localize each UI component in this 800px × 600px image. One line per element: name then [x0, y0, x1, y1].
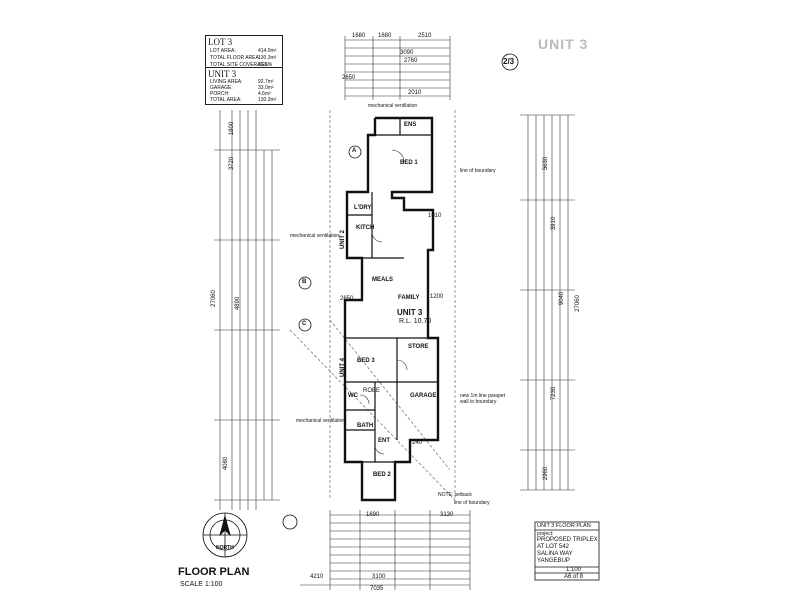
title-block-project-1: PROPOSED TRIPLEX	[537, 537, 598, 543]
left-dim-5: 4080	[223, 456, 230, 471]
title-block-sheet: A6 of 8	[564, 574, 584, 580]
unit2-label: UNIT 2	[340, 229, 347, 250]
living-area-value: 92.7m²	[258, 79, 274, 85]
garage-area-value: 33.0m²	[258, 85, 274, 91]
top-dim-4: 3090	[400, 50, 414, 56]
bottom-dim-1: 1690	[366, 512, 380, 518]
note-mech-vent-bottom: mechanical ventilation	[296, 418, 346, 424]
room-bed3: BED 3	[357, 358, 375, 364]
room-meals: MEALS	[372, 277, 393, 283]
top-dim-5: 2760	[404, 58, 418, 64]
room-kitch: KITCH	[356, 225, 375, 231]
dim-1200: 1200	[430, 294, 444, 300]
unit4-label: UNIT 4	[340, 357, 347, 378]
right-dim-2: 3910	[551, 216, 558, 231]
note-mech-vent-left: mechanical ventilation	[290, 233, 340, 239]
total-area-value: 130.3m²	[258, 97, 277, 103]
right-dim-4: 27060	[574, 295, 581, 312]
section-marker-b: B	[302, 279, 307, 285]
note-boundary-wall: new 1m line parapet wall to boundary	[460, 393, 506, 405]
dim-240: 240	[412, 440, 423, 446]
right-dim-5: 7230	[551, 386, 558, 401]
north-label: NORTH	[216, 545, 234, 551]
title-block-project-2: AT LOT 542	[537, 544, 570, 550]
bottom-dim-2: 3130	[440, 512, 454, 518]
left-dim-2: 3720	[229, 156, 236, 171]
room-ldry: L'DRY	[354, 205, 372, 211]
note-line-of-boundary-top: line of boundary	[460, 168, 496, 174]
unit-heading: UNIT 3	[208, 69, 237, 79]
title-block-title: UNIT 3 FLOOR PLAN	[537, 523, 591, 529]
bottom-dim-4: 3100	[372, 574, 386, 580]
top-dim-2: 1680	[378, 33, 392, 39]
title-block-project-3: SALINA WAY	[537, 551, 573, 557]
right-dim-3: 9040	[559, 291, 566, 306]
left-dim-4: 27060	[210, 290, 217, 307]
room-bed1: BED 1	[400, 160, 418, 166]
left-dim-1: 1800	[229, 121, 236, 136]
total-area-label: TOTAL AREA:	[210, 97, 242, 103]
floor-plan-title: FLOOR PLAN	[178, 566, 250, 578]
dim-2650: 2650	[340, 296, 354, 302]
room-ent: ENT	[378, 438, 390, 444]
lot-heading: LOT 3	[208, 37, 233, 47]
right-dim-6: 2960	[543, 466, 550, 481]
note-mech-vent-top: mechanical ventilation	[368, 103, 418, 109]
title-block-project-label: project:	[537, 531, 554, 537]
room-bed2: BED 2	[373, 472, 391, 478]
lot-area-label: LOT AREA:	[210, 48, 236, 54]
top-dim-6: 2650	[342, 75, 356, 81]
note-line-of-boundary-bottom: line of boundary	[454, 500, 490, 506]
room-robe: ROBE	[363, 388, 381, 394]
note-setback: NOTE: setback	[438, 492, 472, 498]
floor-plan-scale: SCALE 1:100	[180, 581, 223, 588]
floor-area-value: 130.3m²	[258, 55, 277, 61]
section-marker-c: C	[302, 321, 307, 327]
room-bath: BATH	[357, 423, 374, 429]
top-dim-3: 2510	[418, 33, 432, 39]
room-garage: GARAGE	[410, 393, 437, 399]
living-area-label: LIVING AREA:	[210, 79, 243, 85]
section-marker-a: A	[352, 148, 357, 154]
porch-area-label: PORCH:	[210, 91, 230, 97]
lot-info-box: LOT 3 LOT AREA: 414.0m² TOTAL FLOOR AREA…	[205, 35, 283, 73]
unit-info-box: UNIT 3 LIVING AREA: 92.7m² GARAGE: 33.0m…	[205, 67, 283, 105]
coverage-value: 31.5%	[258, 62, 273, 68]
reduced-level: R.L. 10.70	[399, 318, 432, 325]
bottom-dim-total: 7035	[370, 586, 384, 592]
garage-area-label: GARAGE:	[210, 85, 233, 91]
bottom-dim-3: 4210	[310, 574, 324, 580]
floor-area-label: TOTAL FLOOR AREA:	[210, 55, 261, 61]
left-dim-3: 4890	[235, 296, 242, 311]
top-dim-7: 2010	[408, 90, 422, 96]
room-wc: WC	[348, 393, 358, 399]
right-dim-1: 5630	[543, 156, 550, 171]
top-dim-1: 1680	[352, 33, 366, 39]
title-block-scale: 1:100	[566, 567, 582, 573]
unit-label: UNIT 3	[397, 308, 423, 317]
unit-title: UNIT 3	[538, 36, 589, 52]
room-store: STORE	[408, 344, 429, 350]
lot-area-value: 414.0m²	[258, 48, 277, 54]
title-block-project-4: YANGEBUP	[537, 558, 570, 564]
dim-1010: 1010	[428, 213, 442, 219]
room-ens: ENS	[404, 122, 417, 128]
coverage-label: TOTAL SITE COVERAGE:	[210, 62, 270, 68]
room-family: FAMILY	[398, 295, 420, 301]
porch-area-value: 4.6m²	[258, 91, 271, 97]
sheet-badge: 2/3	[503, 57, 515, 66]
